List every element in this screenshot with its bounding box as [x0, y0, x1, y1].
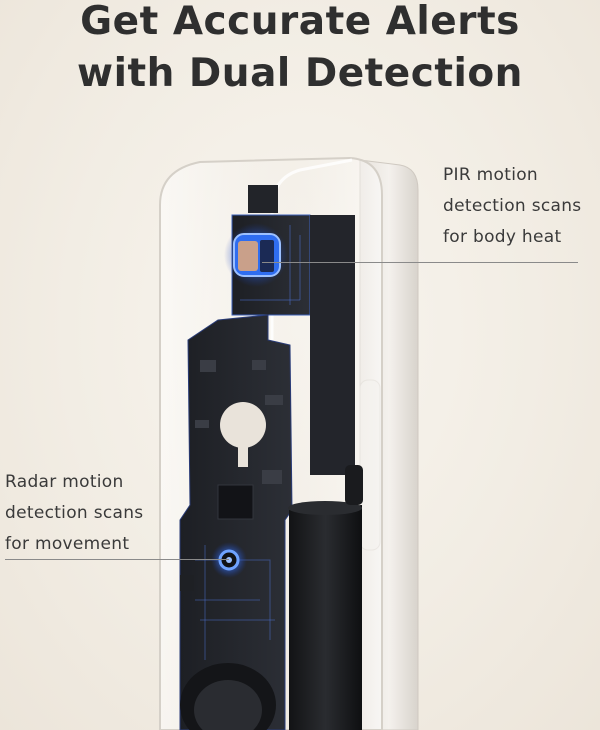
radar-callout: Radar motion detection scans for movemen… [5, 467, 143, 560]
pir-callout-line-3: for body heat [443, 227, 562, 247]
radar-callout-line-3: for movement [5, 534, 130, 554]
radar-leader-line [5, 559, 229, 560]
pir-leader-line [262, 262, 578, 263]
radar-callout-line-2: detection scans [5, 503, 144, 523]
speaker [180, 663, 276, 730]
pir-sensor-icon [224, 223, 288, 287]
headline-line-2: with Dual Detection [77, 51, 523, 96]
battery-cylinder [288, 465, 363, 730]
main-circuit-board [179, 314, 293, 730]
pir-callout-line-2: detection scans [443, 196, 582, 216]
pir-callout: PIR motion detection scans for body heat [443, 160, 581, 253]
headline-line-1: Get Accurate Alerts [80, 0, 520, 44]
side-connector [180, 575, 194, 591]
radar-sensor-icon [211, 542, 247, 578]
pir-callout-line-1: PIR motion [443, 165, 539, 185]
radar-callout-line-1: Radar motion [5, 472, 124, 492]
